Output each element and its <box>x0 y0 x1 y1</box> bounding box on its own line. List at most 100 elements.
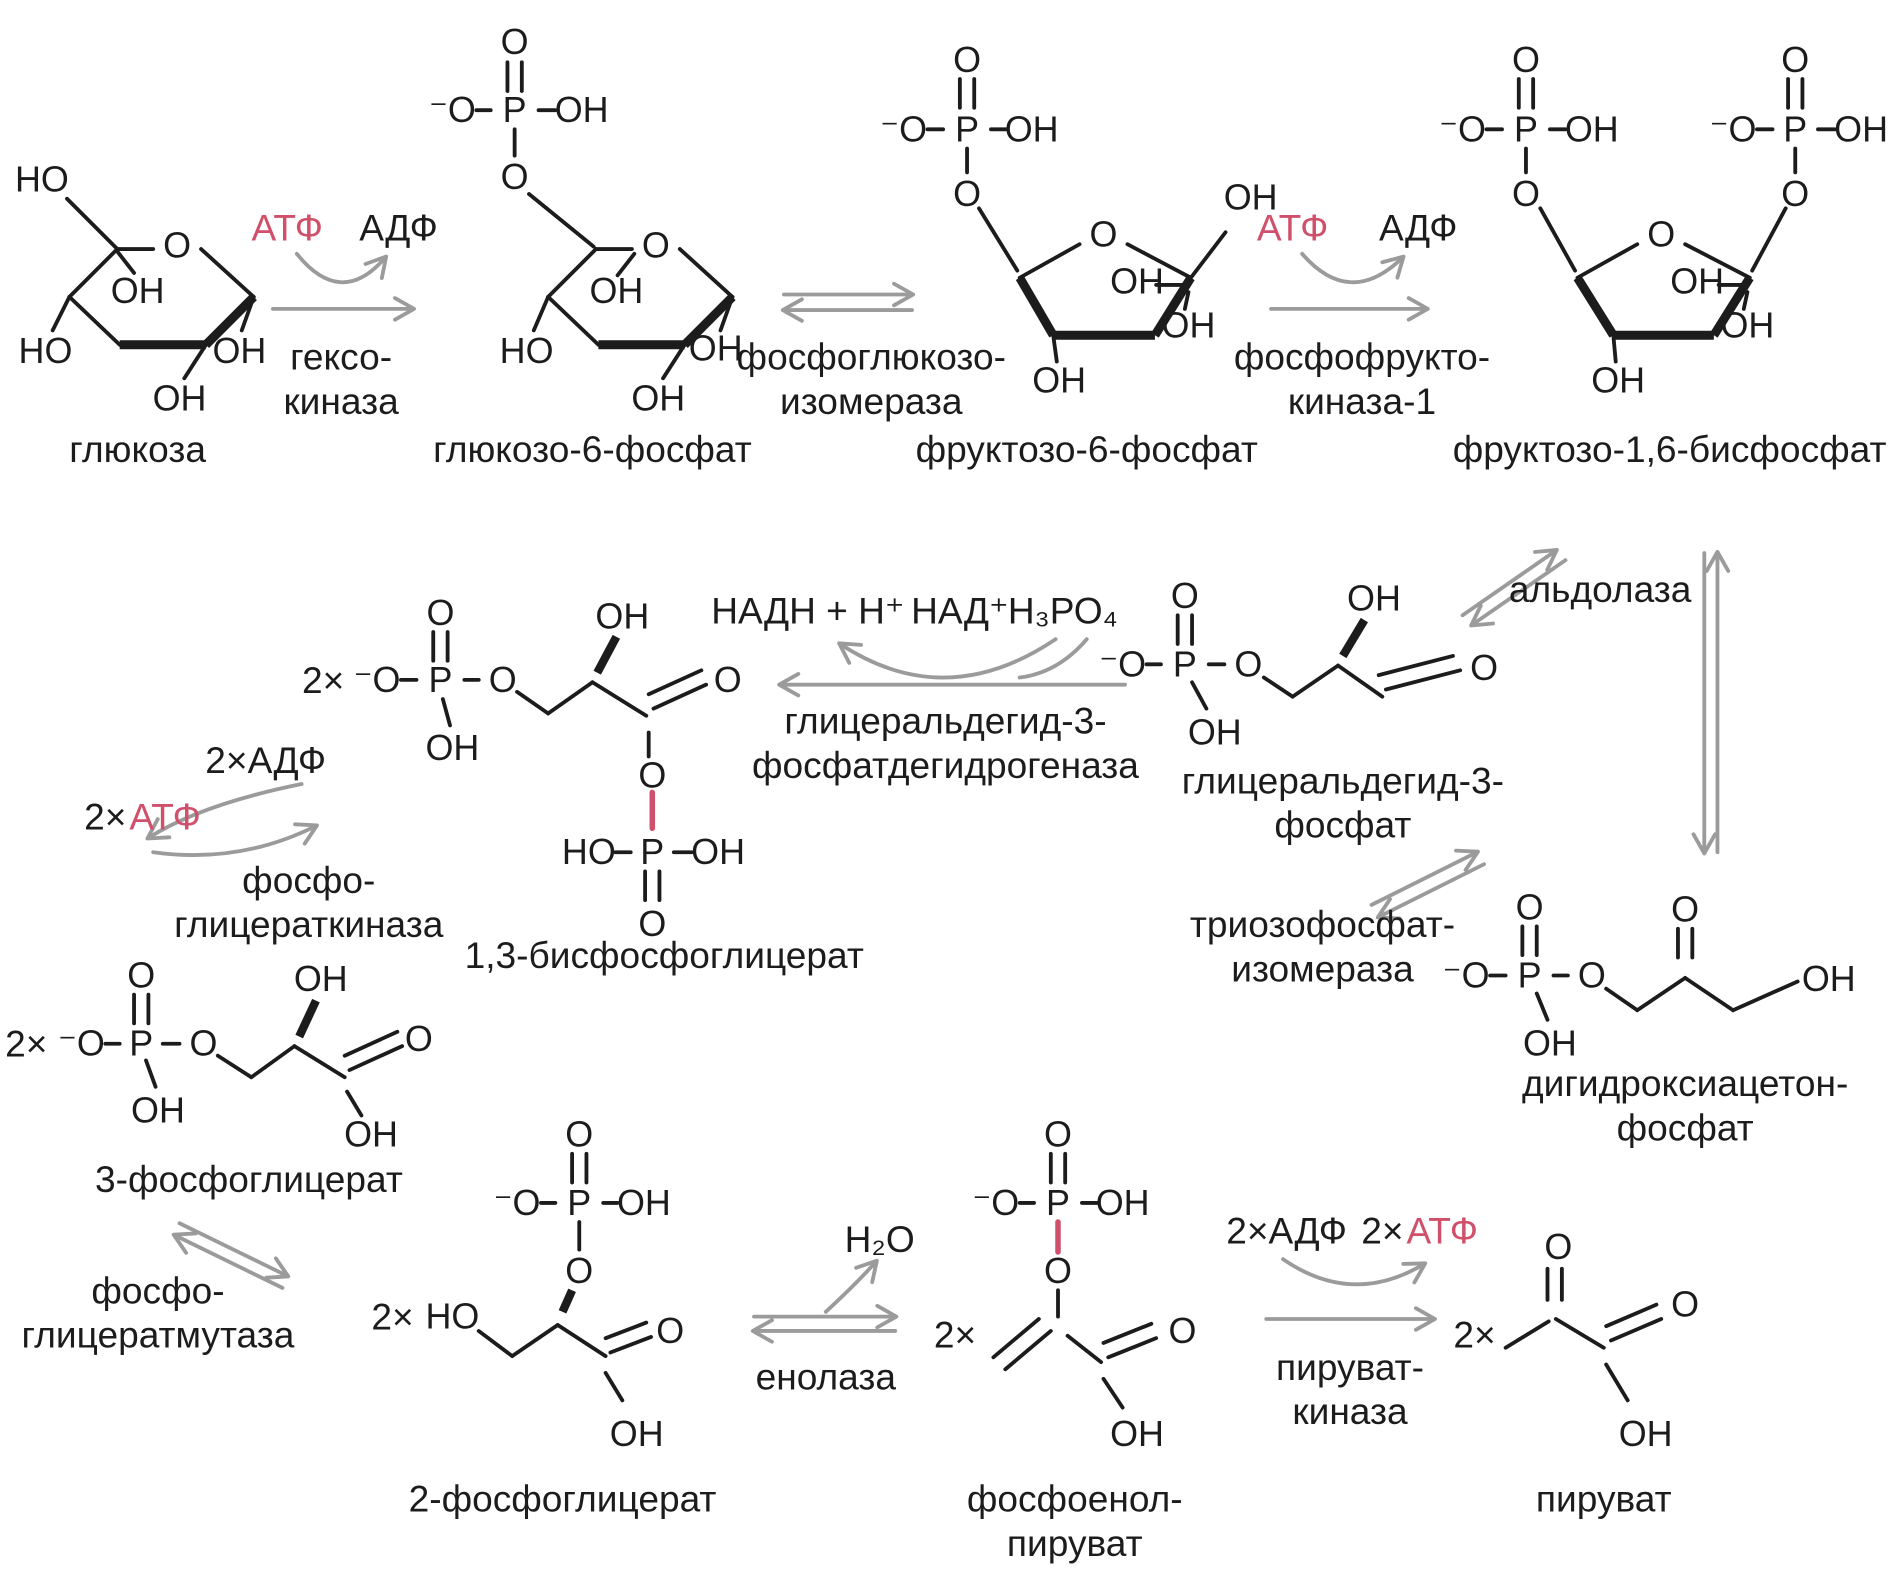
atom-p: P <box>428 660 452 700</box>
multiplier-2x-pep: 2× <box>934 1314 976 1356</box>
bond <box>608 1335 653 1355</box>
atom-oh: OH <box>294 959 348 999</box>
atom-p: P <box>640 832 664 872</box>
arrow-nad-nadh <box>837 637 1058 680</box>
atom-oh: OH <box>617 1183 671 1223</box>
bond <box>1125 242 1193 280</box>
bond <box>546 247 598 299</box>
bond <box>476 1329 515 1359</box>
bond <box>67 247 120 299</box>
bond <box>50 294 72 333</box>
multiplier-2x-3pg: 2× <box>5 1023 47 1065</box>
atom-o: O <box>1171 576 1199 616</box>
label-1-3-bisphosphoglycerate: 1,3-бисфосфоглицерат <box>465 934 864 976</box>
atom-oh: OH <box>1720 306 1774 346</box>
label-glyceraldehyde-3-phosphate: глицеральдегид-3- <box>1182 759 1504 801</box>
atom-o: O <box>163 225 191 265</box>
atom-o-negative: ⁻O <box>972 1183 1019 1223</box>
atom-oh: OH <box>610 1414 664 1454</box>
bond <box>440 697 452 728</box>
atom-o: O <box>501 157 529 197</box>
bond <box>646 668 704 697</box>
atom-oh: OH <box>344 1115 398 1155</box>
enzyme-phosphofructokinase-1: фосфофрукто- <box>1234 336 1490 378</box>
cofactor-2x-multiplier-pk: 2× <box>1361 1209 1403 1251</box>
atom-p: P <box>129 1024 153 1064</box>
cofactor-atp-pfk: АТФ <box>1257 206 1328 248</box>
bond <box>1151 275 1195 338</box>
bond <box>1741 290 1750 311</box>
bond <box>1683 975 1735 1013</box>
atom-oh: OH <box>595 596 649 636</box>
bond <box>527 192 596 249</box>
arrow-tpi-forward <box>1369 848 1480 907</box>
label-fructose-1-6-bisphosphate: фруктозо-1,6-бисфосфат <box>1453 428 1887 470</box>
bond <box>67 294 122 347</box>
label-phosphoenolpyruvate: пируват <box>1007 1522 1143 1564</box>
atom-o: O <box>405 1019 433 1059</box>
arrow-atp-adp-hexokinase <box>294 251 389 285</box>
bond <box>1290 663 1340 699</box>
atom-oh: OH <box>1110 1414 1164 1454</box>
bond <box>1534 991 1550 1022</box>
atom-o: O <box>1044 1251 1072 1291</box>
atom-oh: OH <box>212 331 266 371</box>
bond <box>1573 275 1618 338</box>
bond <box>1750 206 1788 273</box>
enzyme-pyruvate-kinase: пируват- <box>1276 1346 1424 1388</box>
atom-o-negative: ⁻O <box>1099 644 1146 684</box>
atom-oh: OH <box>631 379 685 419</box>
cofactor-atp-pk: АТФ <box>1406 1209 1477 1251</box>
atom-o: O <box>190 1024 218 1064</box>
bond <box>1261 675 1295 699</box>
bond <box>977 206 1020 273</box>
atom-o: O <box>501 22 529 62</box>
atom-ho: HO <box>562 832 616 872</box>
bond <box>199 247 256 299</box>
bond <box>593 634 621 675</box>
atom-p: P <box>955 109 979 149</box>
bond <box>555 1323 608 1359</box>
atom-oh: OH <box>1802 959 1856 999</box>
atom-oh: OH <box>111 271 165 311</box>
bond <box>558 1288 576 1314</box>
atom-o: O <box>638 904 666 944</box>
bond <box>1188 230 1228 280</box>
atom-o: O <box>1544 1227 1572 1267</box>
arrow-atp-adp-pfk <box>1300 251 1406 285</box>
bond <box>718 294 735 333</box>
atom-oh: OH <box>1096 1183 1150 1223</box>
atom-o: O <box>656 1311 684 1351</box>
multiplier-2x-bpg: 2× <box>302 659 344 701</box>
atom-o: O <box>1044 1115 1072 1155</box>
atom-o: O <box>953 40 981 80</box>
atom-ho: HO <box>500 331 554 371</box>
bond <box>1575 242 1640 280</box>
atom-oh: OH <box>1619 1414 1673 1454</box>
bond <box>1182 290 1191 311</box>
cofactor-2x-adp-pk: 2×АДФ <box>1226 1209 1347 1251</box>
atom-oh: OH <box>555 90 609 130</box>
enzyme-gapdh: фосфатдегидрогеназа <box>752 744 1139 786</box>
bond <box>1101 1376 1125 1410</box>
arrow-pgk-return <box>151 822 319 857</box>
atom-ho: HO <box>19 331 73 371</box>
atom-o-negative: ⁻O <box>494 1183 541 1223</box>
bond <box>1503 1319 1551 1350</box>
bond <box>677 247 735 299</box>
arrow-pgm-forward <box>177 1221 291 1280</box>
label-dihydroxyacetone-phosphate: дигидроксиацетон- <box>1522 1062 1848 1104</box>
atom-p: P <box>1783 109 1807 149</box>
atom-o: O <box>1647 215 1675 255</box>
enzyme-triosephosphate-isomerase: триозофосфат- <box>1190 903 1455 945</box>
enzyme-aldolase: альдолаза <box>1509 568 1692 610</box>
bond <box>531 294 551 333</box>
atom-o: O <box>1234 644 1262 684</box>
label-3-phosphoglycerate: 3-фосфоглицерат <box>95 1158 403 1200</box>
arrow-pgm-reverse <box>171 1231 285 1290</box>
label-pyruvate: пируват <box>1536 1478 1672 1520</box>
bond <box>1635 975 1688 1013</box>
enzyme-phosphoglycerate-kinase: фосфо- <box>242 859 375 901</box>
atom-o-negative: ⁻O <box>1439 109 1486 149</box>
